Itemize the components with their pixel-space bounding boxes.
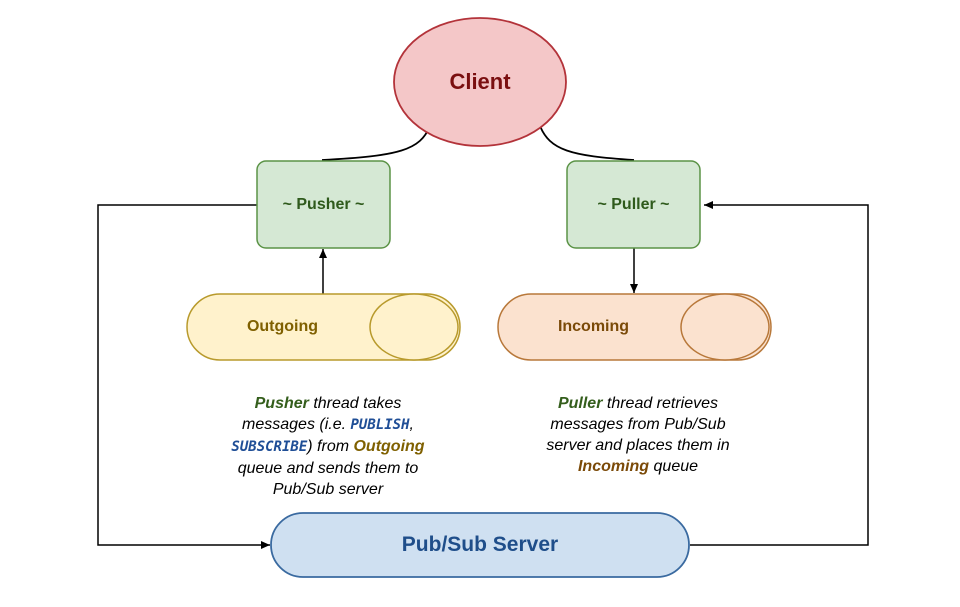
subscribe-keyword: SUBSCRIBE — [231, 439, 308, 455]
puller-desc-text: messages from Pub/Sub — [550, 416, 726, 433]
pusher-desc-text: thread takes — [308, 395, 402, 412]
pusher-label: ~ Pusher ~ — [282, 196, 365, 213]
pusher-to-server-arrow — [97, 204, 270, 549]
pusher-desc-text: queue and sends them to — [237, 460, 419, 477]
outgoing-queue — [186, 293, 461, 361]
server-to-puller-arrow — [690, 201, 869, 546]
pusher-description: Pusher thread takes messages (i.e. PUBLI… — [200, 393, 456, 500]
puller-desc-subject: Puller — [557, 395, 603, 412]
puller-desc-text: thread retrieves — [602, 395, 719, 412]
outgoing-keyword: Outgoing — [353, 438, 425, 455]
client-label: Client — [449, 69, 511, 94]
client-node — [393, 17, 567, 147]
puller-node — [566, 160, 701, 249]
client-pusher-link — [321, 125, 431, 161]
client-puller-link — [539, 125, 635, 161]
incoming-label: Incoming — [557, 318, 630, 335]
pusher-desc-text: ) from — [307, 438, 354, 455]
puller-label: ~ Puller ~ — [597, 196, 670, 213]
incoming-keyword: Incoming — [577, 458, 650, 475]
server-label: Pub/Sub Server — [401, 533, 559, 556]
server-node — [270, 512, 690, 578]
outgoing-label: Outgoing — [246, 318, 319, 335]
pusher-desc-text: , — [409, 416, 414, 433]
puller-description: Puller thread retrieves messages from Pu… — [510, 393, 766, 477]
pusher-desc-text: Pub/Sub server — [272, 481, 384, 498]
puller-desc-text: queue — [649, 458, 699, 475]
publish-keyword: PUBLISH — [350, 417, 410, 433]
pusher-desc-subject: Pusher — [254, 395, 309, 412]
incoming-queue — [497, 293, 772, 361]
puller-desc-text: server and places them in — [546, 437, 730, 454]
pusher-node — [256, 160, 391, 249]
pusher-desc-text: messages (i.e. — [242, 416, 351, 433]
